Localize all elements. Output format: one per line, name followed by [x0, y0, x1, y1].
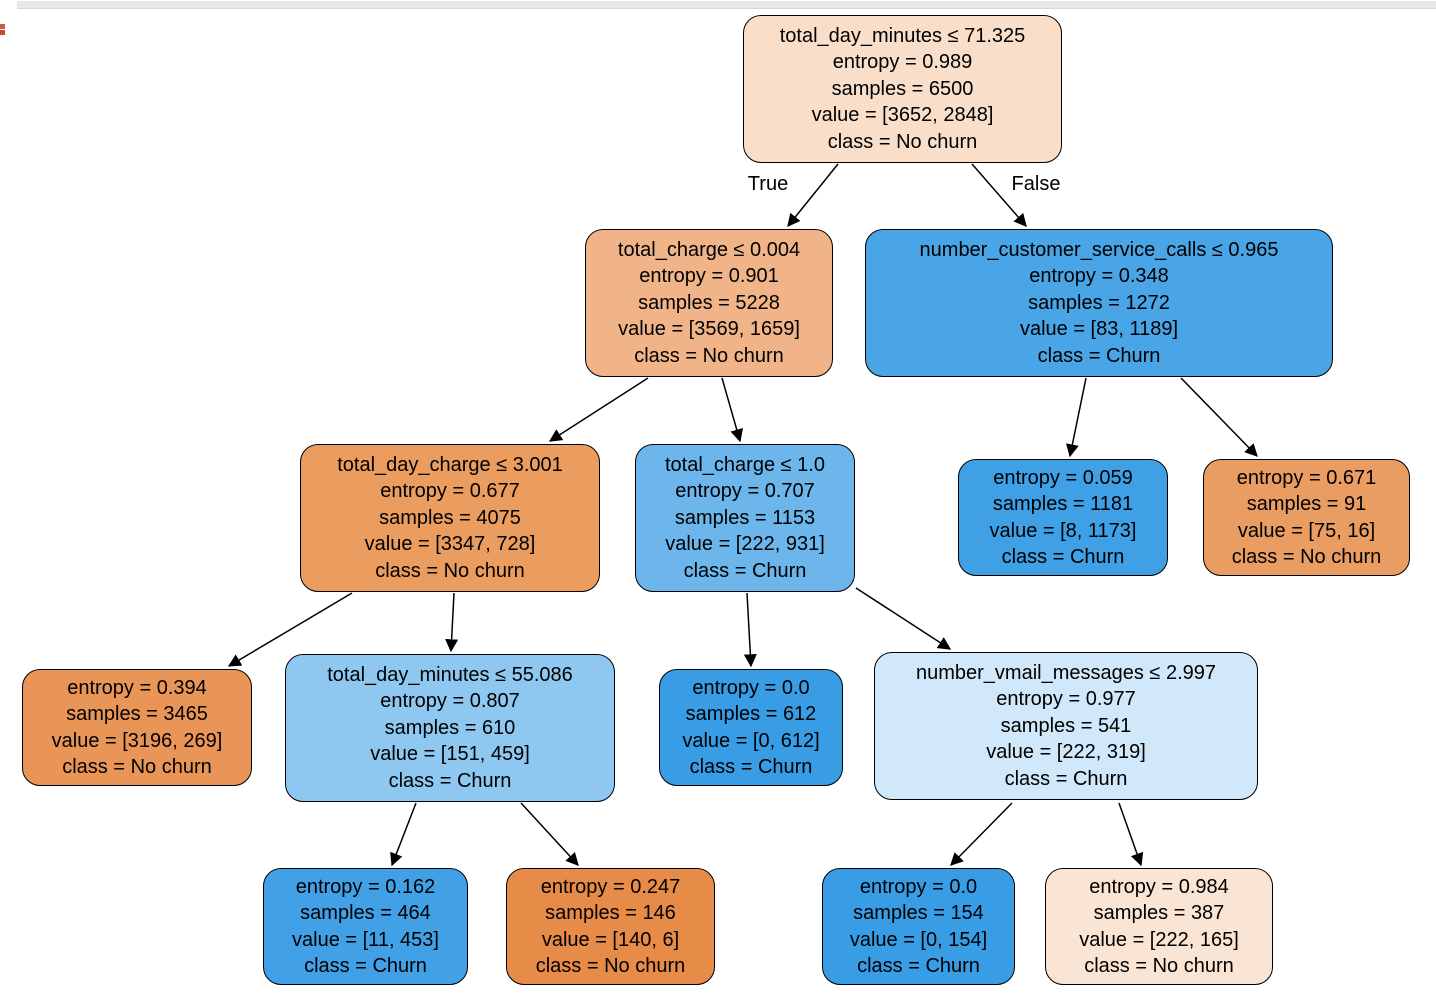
node-text-line: value = [3196, 269]	[51, 729, 223, 752]
node-text-line: total_day_charge ≤ 3.001	[337, 453, 563, 476]
node-text-line: samples = 6500	[831, 77, 974, 100]
node-text-line: samples = 610	[384, 716, 516, 739]
node-text-line: entropy = 0.247	[540, 875, 681, 898]
tree-node-leaf-churn-464: entropy = 0.162 samples = 464 value = [11,…	[263, 868, 468, 985]
tree-edge	[743, 592, 757, 668]
branch-label-false: False	[1011, 173, 1061, 195]
node-text-line: class = No churn	[62, 756, 212, 778]
node-text-line: class = Churn	[304, 955, 427, 977]
node-text-line: entropy = 0.162	[295, 875, 436, 898]
tree-node-leaf-churn-1181: entropy = 0.059 samples = 1181 value = [8,…	[958, 459, 1168, 576]
node-text-line: value = [11, 453]	[292, 928, 439, 951]
node-text-line: samples = 146	[545, 902, 676, 924]
tree-edge	[1118, 802, 1144, 867]
node-text-line: class = No churn	[827, 130, 978, 153]
node-text-line: value = [0, 154]	[849, 928, 988, 951]
node-text-line: class = No churn	[375, 559, 525, 582]
node-text-line: samples = 154	[853, 902, 984, 924]
tree-edge	[950, 802, 1013, 866]
node-text-line: total_day_minutes ≤ 71.325	[779, 24, 1026, 47]
node-text-line: value = [8, 1173]	[989, 519, 1137, 542]
tree-node-leaf-no-churn-3465: entropy = 0.394 samples = 3465 value = [31…	[22, 669, 252, 786]
node-text-line: entropy = 0.348	[1029, 265, 1169, 288]
node-text-line: entropy = 0.677	[380, 480, 520, 503]
tree-node-total-day-minutes-55086: total_day_minutes ≤ 55.086 entropy = 0.80…	[285, 654, 615, 802]
tree-edge	[787, 163, 839, 228]
node-text-line: class = No churn	[1231, 546, 1382, 568]
node-text-line: entropy = 0.977	[996, 688, 1136, 711]
node-text-line: samples = 541	[1000, 714, 1132, 737]
node-text-line: class = Churn	[689, 756, 813, 778]
node-text-line: samples = 612	[685, 703, 817, 725]
node-text-line: entropy = 0.059	[993, 466, 1133, 489]
tree-node-leaf-no-churn-91: entropy = 0.671 samples = 91 value = [75, …	[1203, 459, 1410, 576]
tree-edge	[548, 377, 649, 442]
node-text-line: value = [0, 612]	[682, 729, 820, 752]
tree-edge	[445, 592, 459, 653]
node-text-line: entropy = 0.0	[692, 676, 810, 699]
cell-top-divider	[17, 1, 1436, 9]
node-text-line: value = [222, 165]	[1079, 928, 1239, 951]
node-text-line: samples = 1153	[674, 506, 816, 529]
node-text-line: value = [83, 1189]	[1019, 318, 1179, 341]
tree-node-total-charge-10: total_charge ≤ 1.0 entropy = 0.707 samples…	[635, 444, 855, 592]
node-text-line: samples = 4075	[379, 506, 521, 529]
node-text-line: entropy = 0.989	[832, 51, 973, 74]
node-text-line: class = Churn	[1004, 767, 1128, 790]
node-text-line: entropy = 0.0	[859, 875, 978, 898]
tree-node-leaf-churn-154: entropy = 0.0 samples = 154 value = [0, 15…	[822, 868, 1015, 985]
node-text-line: samples = 1272	[1028, 291, 1170, 314]
node-text-line: value = [75, 16]	[1237, 519, 1376, 542]
tree-node-leaf-no-churn-146: entropy = 0.247 samples = 146 value = [140…	[506, 868, 715, 985]
cell-edge-mark-bottom	[0, 30, 5, 35]
node-text-line: class = Churn	[388, 769, 512, 792]
node-text-line: samples = 387	[1093, 902, 1225, 924]
tree-edge	[520, 802, 579, 866]
node-text-line: entropy = 0.984	[1089, 875, 1229, 898]
cell-edge-mark-top	[0, 24, 5, 29]
node-text-line: total_day_minutes ≤ 55.086	[327, 663, 573, 686]
tree-edge	[1180, 377, 1258, 457]
node-text-line: value = [222, 931]	[665, 533, 825, 556]
node-text-line: value = [151, 459]	[370, 743, 530, 766]
tree-node-leaf-no-churn-387: entropy = 0.984 samples = 387 value = [222…	[1045, 868, 1273, 985]
node-text-line: class = Churn	[683, 559, 807, 582]
node-text-line: entropy = 0.807	[380, 690, 520, 713]
tree-edge	[855, 587, 952, 650]
node-text-line: samples = 5228	[638, 291, 780, 314]
node-text-line: entropy = 0.394	[67, 676, 207, 699]
node-text-line: class = No churn	[535, 955, 686, 977]
node-text-line: samples = 91	[1246, 493, 1367, 515]
node-text-line: number_customer_service_calls ≤ 0.965	[919, 238, 1279, 261]
node-text-line: entropy = 0.901	[639, 265, 779, 288]
node-text-line: value = [3347, 728]	[364, 533, 536, 556]
tree-edge	[721, 377, 744, 443]
node-text-line: value = [3652, 2848]	[811, 104, 994, 127]
node-text-line: class = Churn	[1037, 344, 1161, 367]
node-text-line: class = No churn	[634, 344, 784, 367]
node-text-line: class = No churn	[1084, 955, 1234, 977]
node-text-line: value = [222, 319]	[986, 741, 1146, 764]
tree-edge	[1065, 377, 1087, 458]
tree-node-total-charge-0004: total_charge ≤ 0.004 entropy = 0.901 sampl…	[585, 229, 833, 377]
node-text-line: total_charge ≤ 1.0	[665, 453, 825, 476]
tree-node-root-total-day-minutes: total_day_minutes ≤ 71.325 entropy = 0.98…	[743, 15, 1062, 163]
tree-node-total-day-charge-3001: total_day_charge ≤ 3.001 entropy = 0.677 s…	[300, 444, 600, 592]
node-text-line: samples = 3465	[66, 703, 208, 725]
tree-edge	[390, 802, 417, 867]
node-text-line: value = [140, 6]	[541, 928, 680, 951]
node-text-line: value = [3569, 1659]	[618, 318, 800, 341]
tree-node-number-vmail-messages: number_vmail_messages ≤ 2.997 entropy = 0…	[874, 652, 1258, 800]
node-text-line: number_vmail_messages ≤ 2.997	[915, 661, 1217, 684]
branch-label-true: True	[747, 173, 789, 195]
node-text-line: entropy = 0.671	[1236, 466, 1377, 489]
node-text-line: class = Churn	[857, 955, 980, 977]
tree-node-leaf-churn-612: entropy = 0.0 samples = 612 value = [0, 61…	[659, 669, 843, 786]
node-text-line: samples = 464	[300, 902, 431, 924]
node-text-line: samples = 1181	[992, 493, 1134, 515]
node-text-line: entropy = 0.707	[675, 480, 815, 503]
tree-node-number-customer-service-calls: number_customer_service_calls ≤ 0.965 ent…	[865, 229, 1333, 377]
node-text-line: total_charge ≤ 0.004	[617, 238, 801, 261]
node-text-line: class = Churn	[1001, 546, 1125, 568]
